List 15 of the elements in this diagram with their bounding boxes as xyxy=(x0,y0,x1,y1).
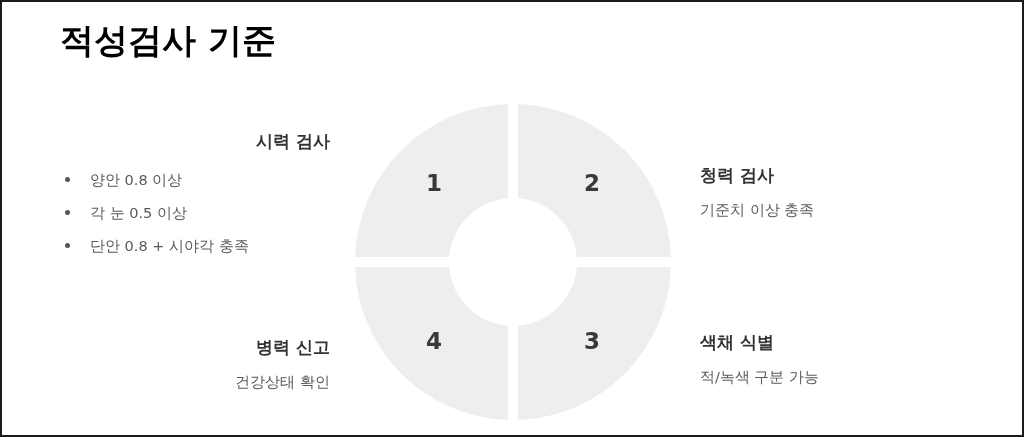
diagram-title: 적성검사 기준 xyxy=(60,19,276,62)
criterion-heading: 청력 검사 xyxy=(700,164,774,187)
segment-number: 4 xyxy=(426,329,442,353)
criterion-detail: 양안 0.8 이상 xyxy=(90,170,183,190)
criterion-detail: 단안 0.8 + 시야각 충족 xyxy=(90,236,249,256)
criterion-detail: 기준치 이상 충족 xyxy=(700,201,815,220)
criterion-detail: 각 눈 0.5 이상 xyxy=(90,203,187,223)
segment-number: 1 xyxy=(426,171,442,195)
segment-number: 2 xyxy=(584,171,600,195)
segment-number: 3 xyxy=(584,329,600,353)
criterion-detail: 건강상태 확인 xyxy=(235,373,330,392)
criterion-detail: 적/녹색 구분 가능 xyxy=(700,368,820,387)
criterion-heading: 시력 검사 xyxy=(256,130,330,153)
criterion-heading: 색채 식별 xyxy=(700,331,774,354)
criterion-heading: 병력 신고 xyxy=(256,336,330,359)
